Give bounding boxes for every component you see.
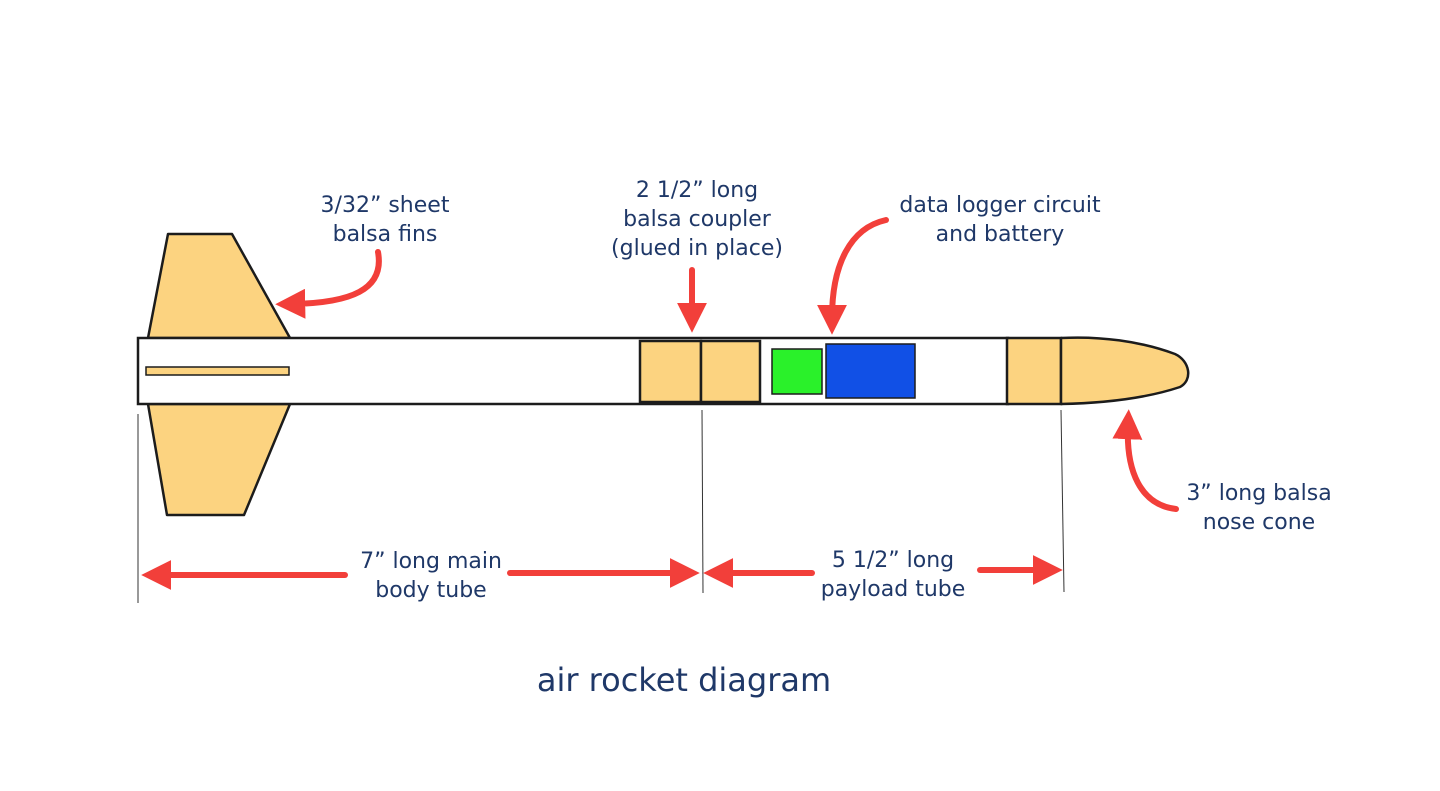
coupler-left [638,339,703,404]
coupler-label: 2 1/2” long balsa coupler (glued in plac… [611,176,783,263]
payload-label-line-2: payload tube [820,577,966,602]
fins-label-line-1: 3/32” sheet [320,193,450,218]
logger-label: data logger circuit and battery [899,191,1100,249]
nose-label-line-1: 3” long balsa [1186,481,1332,506]
data-logger-circuit [771,348,823,395]
body-label: 7” long main body tube [360,547,502,605]
fins-label: 3/32” sheet balsa fins [321,191,450,249]
nose-arrow [1112,409,1179,512]
nose-label-line-2: nose cone [1202,510,1316,535]
logger-label-line-1: data logger circuit [899,193,1101,218]
coupler-right [699,339,762,404]
nose-label: 3” long balsa nose cone [1186,479,1331,537]
body-label-line-2: body tube [375,578,487,603]
top-fin [146,232,292,340]
extension-line-right [1060,409,1065,593]
coupler-label-line-2: balsa coupler [623,207,771,232]
body-label-line-1: 7” long main [360,549,502,574]
nose-cone [1059,336,1190,406]
side-fin [145,366,290,376]
fins-arrow [275,249,382,319]
logger-arrow [817,217,889,335]
fins-label-line-2: balsa fins [332,222,438,247]
coupler-label-line-1: 2 1/2” long [635,178,759,203]
payload-label-line-1: 5 1/2” long [831,548,955,573]
nose-shoulder [1005,336,1063,406]
bottom-fin [146,402,292,517]
payload-label: 5 1/2” long payload tube [821,546,966,604]
coupler-label-line-3: (glued in place) [611,236,783,261]
battery [825,343,916,399]
extension-line-middle [701,409,704,594]
logger-label-line-2: and battery [935,222,1065,247]
diagram-title: air rocket diagram [536,661,832,699]
